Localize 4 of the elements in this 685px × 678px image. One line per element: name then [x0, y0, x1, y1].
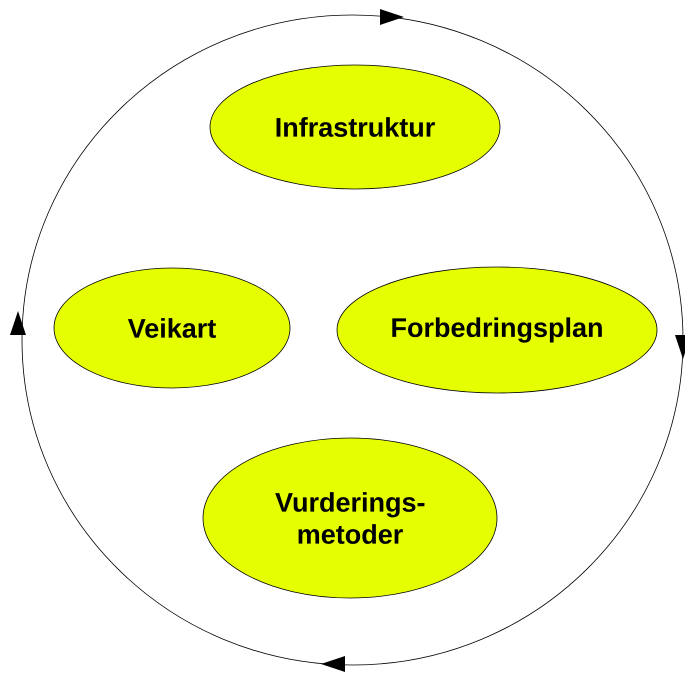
ellipse-node: Vurderings- metoder: [202, 438, 498, 598]
ellipse-node: Infrastruktur: [210, 64, 500, 190]
ellipse-node: Forbedringsplan: [336, 266, 658, 394]
ellipse-node: Veikart: [54, 268, 290, 388]
